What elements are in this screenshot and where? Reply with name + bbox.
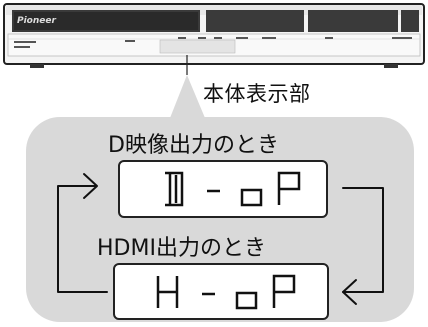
display-window-d-mode (118, 160, 328, 218)
display-code-h-op (156, 274, 296, 310)
display-window-hdmi-mode (113, 263, 329, 320)
recorder-device (0, 0, 428, 75)
display-code-d-op (165, 171, 301, 207)
hdmi-mode-title: HDMI出力のとき (97, 236, 266, 261)
brand-logo: Pioneer (0, 0, 80, 30)
display-leader-line (0, 0, 428, 120)
body-display-label: 本体表示部 (203, 82, 311, 106)
svg-text:Pioneer: Pioneer (17, 16, 56, 26)
d-video-mode-title: D映像出力のとき (108, 133, 279, 158)
